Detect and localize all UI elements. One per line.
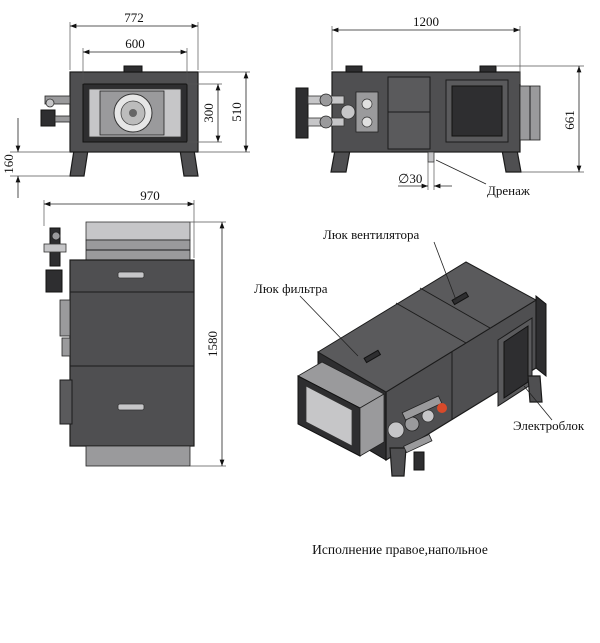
- dim-661: 661: [562, 110, 577, 130]
- dim-1200: 1200: [413, 14, 439, 29]
- dim-drain-diameter: ∅30: [398, 171, 422, 186]
- isometric-labels: Люк вентилятора Люк фильтра Электроблок: [254, 227, 585, 433]
- label-electrical-block: Электроблок: [513, 418, 585, 433]
- label-fan-hatch: Люк вентилятора: [323, 227, 419, 242]
- side-view: [295, 65, 541, 173]
- front-view: [40, 65, 199, 177]
- dim-300: 300: [201, 103, 216, 123]
- dim-1580: 1580: [205, 331, 220, 357]
- label-drain: Дренаж: [487, 183, 531, 198]
- side-view-dimensions: 1200 661 ∅30 Дренаж: [331, 14, 584, 198]
- front-view-dimensions: 772 600 300 510 160: [1, 10, 250, 198]
- label-filter-hatch: Люк фильтра: [254, 281, 328, 296]
- caption: Исполнение правое,напольное: [312, 542, 488, 557]
- dim-600: 600: [125, 36, 145, 51]
- top-view: [43, 221, 195, 467]
- dim-970: 970: [140, 188, 160, 203]
- dim-510: 510: [229, 102, 244, 122]
- dim-772: 772: [124, 10, 144, 25]
- isometric-view: [297, 261, 547, 477]
- dim-160: 160: [1, 154, 16, 174]
- top-view-dimensions: 970 1580: [43, 188, 226, 467]
